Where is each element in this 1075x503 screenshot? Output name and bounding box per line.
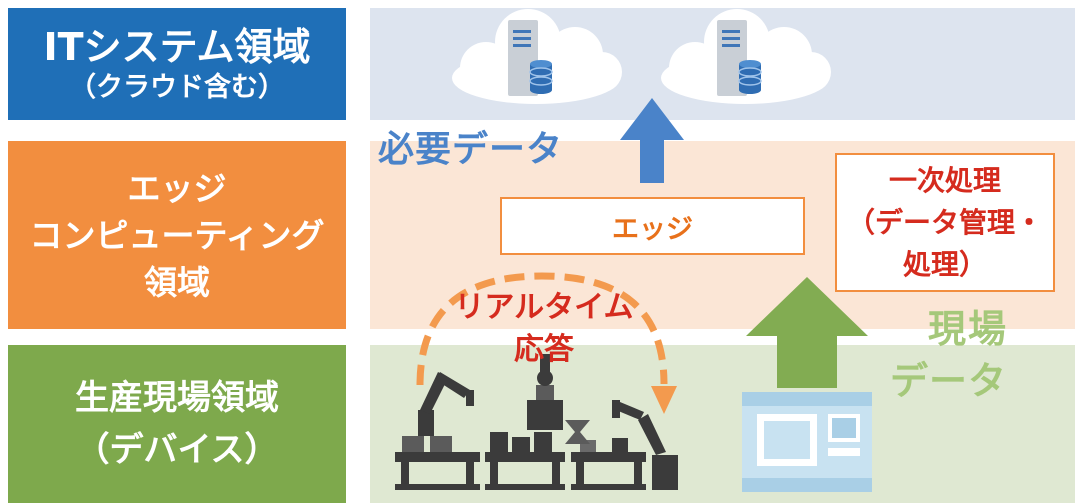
cloud-server-icon: [452, 9, 622, 104]
field-layer-band: [370, 345, 1075, 503]
it-system-title: ITシステム領域: [43, 25, 311, 69]
edge-node-label: エッジ: [612, 213, 693, 245]
production-site-label: 生産現場領域 （デバイス）: [8, 345, 346, 503]
it-system-subtitle: （クラウド含む）: [69, 72, 285, 103]
upload-arrow-icon: [620, 98, 684, 183]
edge-computing-label: エッジ コンピューティング 領域: [8, 141, 346, 329]
realtime-response-label: リアルタイム 応答: [420, 287, 668, 371]
primary-processing-box: 一次処理 （データ管理・ 処理）: [835, 153, 1055, 292]
production-site-title: 生産現場領域: [75, 378, 279, 418]
cloud-server-icon: [661, 9, 831, 104]
machine-device-icon: [742, 392, 872, 492]
edge-node-box: エッジ: [500, 197, 805, 255]
production-site-subtitle: （デバイス）: [75, 430, 279, 470]
realtime-line2: 応答: [514, 332, 574, 367]
edge-label-line2: コンピューティング: [29, 215, 325, 255]
field-data-label-line2: データ: [890, 359, 1008, 403]
required-data-label: 必要データ: [378, 129, 564, 170]
edge-label-line1: エッジ: [127, 168, 227, 208]
field-data-label-line1: 現場: [928, 307, 1009, 351]
processing-line1: 一次処理: [888, 163, 1001, 197]
realtime-loop-arrow-icon: [416, 272, 677, 414]
processing-line2: （データ管理・: [846, 205, 1043, 239]
field-data-arrow-icon: [746, 277, 868, 388]
edge-label-line3: 領域: [144, 262, 210, 302]
it-system-label: ITシステム領域 （クラウド含む）: [8, 8, 346, 120]
factory-robot-line-icon: [395, 354, 678, 490]
realtime-line1: リアルタイム: [454, 290, 634, 325]
processing-line3: 処理）: [902, 247, 987, 281]
